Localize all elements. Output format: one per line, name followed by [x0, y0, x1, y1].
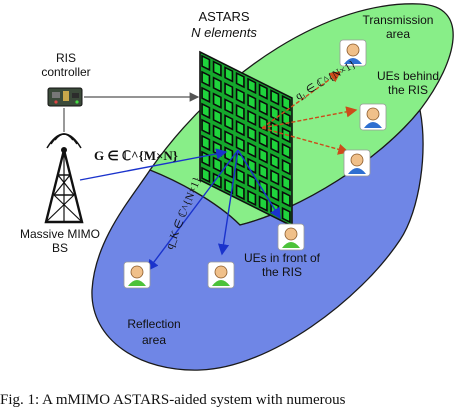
ris-element — [247, 77, 257, 95]
ris-element — [212, 92, 222, 109]
ris-element — [235, 87, 245, 105]
user-equipment-icon — [348, 168, 366, 174]
ris-element — [224, 130, 234, 147]
ues-front-label-2: the RIS — [262, 265, 302, 279]
ris-element — [224, 114, 234, 131]
ris-element — [201, 102, 211, 120]
astars-label: ASTARS — [198, 9, 249, 24]
transmission-label-2: area — [386, 27, 410, 41]
ris-element — [258, 83, 268, 100]
ris-element — [235, 183, 245, 201]
ris-element — [258, 163, 268, 180]
ris-element — [247, 141, 257, 159]
ues-behind-label-2: the RIS — [388, 83, 428, 97]
ris-element — [258, 131, 268, 148]
channel-g-arrow — [79, 148, 228, 181]
massive-mimo-label-2: BS — [52, 241, 68, 255]
ris-element — [247, 93, 257, 111]
ris-element — [247, 109, 257, 127]
ris-controller-label-2: controller — [41, 65, 90, 79]
ris-element — [247, 173, 257, 191]
ris-element — [281, 142, 291, 160]
ris-element — [201, 118, 211, 136]
ris-element — [235, 71, 245, 89]
ris-element — [201, 54, 211, 72]
ris-element — [212, 108, 222, 125]
ris-element — [235, 103, 245, 121]
ris-element — [270, 185, 280, 202]
ue-behind-3 — [343, 149, 371, 177]
ris-controller-label-1: RIS — [56, 51, 76, 65]
ues-front-label-1: UEs in front of — [244, 251, 321, 265]
ris-controller-board-icon — [47, 87, 83, 107]
ris-element — [212, 156, 222, 173]
ris-element — [224, 98, 234, 115]
ris-element — [258, 195, 268, 212]
ris-element — [235, 119, 245, 137]
bs-tower-icon — [44, 133, 84, 224]
user-equipment-icon — [212, 280, 230, 286]
figure-caption: Fig. 1: A mMIMO ASTARS-aided system with… — [0, 392, 346, 408]
transmission-links — [261, 71, 358, 155]
ris-element — [258, 99, 268, 116]
transmission-label-1: Transmission — [363, 13, 434, 27]
ris-element — [212, 60, 222, 77]
ris-element — [201, 134, 211, 152]
ris-element — [201, 166, 211, 184]
reflection-links — [147, 149, 281, 272]
ris-element — [258, 147, 268, 164]
user-equipment-icon — [364, 122, 382, 128]
ris-element — [224, 82, 234, 99]
user-equipment-icon — [344, 58, 362, 64]
ue-behind-1 — [339, 39, 367, 67]
channel-g-label: G ∈ ℂ^{M×N} — [94, 148, 178, 163]
ris-element — [281, 174, 291, 192]
ris-element — [212, 124, 222, 141]
ris-element — [281, 158, 291, 176]
ris-element — [235, 167, 245, 185]
ris-element — [281, 94, 291, 112]
reflection-label-2: area — [142, 333, 166, 347]
ris-element — [281, 206, 291, 224]
ris-element — [201, 86, 211, 104]
ris-element — [270, 169, 280, 186]
ris-element — [270, 89, 280, 106]
ues-behind-label-1: UEs behind — [377, 69, 439, 83]
ris-element — [281, 190, 291, 208]
ris-element — [270, 153, 280, 170]
ris-element — [247, 125, 257, 143]
ue-front-3 — [277, 223, 305, 251]
user-equipment-icon — [282, 242, 300, 248]
ue-behind-2 — [359, 103, 387, 131]
ue-front-2 — [207, 261, 235, 289]
massive-mimo-label-1: Massive MIMO — [20, 227, 100, 241]
ue-front-1 — [123, 261, 151, 289]
ris-panel — [199, 50, 293, 228]
elements-label: N elements — [191, 25, 257, 40]
reflection-label-1: Reflection — [127, 317, 180, 331]
ris-element — [247, 189, 257, 207]
user-equipment-icon — [128, 280, 146, 286]
reflection-area — [91, 108, 424, 371]
ris-element — [270, 137, 280, 154]
ris-element — [258, 179, 268, 196]
ris-element — [224, 178, 234, 195]
ris-element — [212, 76, 222, 93]
ris-element — [224, 66, 234, 83]
ris-element — [201, 70, 211, 88]
ris-element — [235, 135, 245, 153]
ris-element — [224, 162, 234, 179]
